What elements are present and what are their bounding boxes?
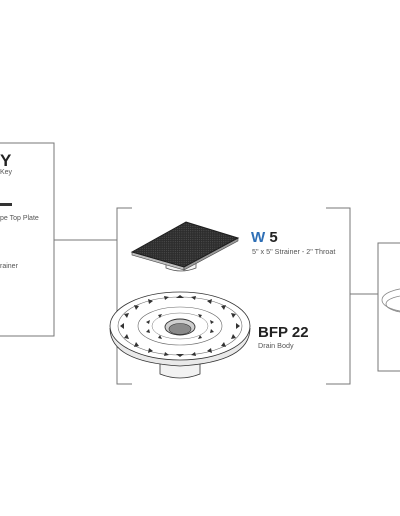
w5-code-prefix: W	[251, 229, 266, 246]
left-title-fragment: Y	[0, 151, 12, 170]
w5-code-suffix: 5	[265, 229, 278, 246]
bfp22-description: Drain Body	[258, 341, 294, 350]
drain-body-image	[109, 291, 251, 379]
weep-holes	[120, 295, 240, 357]
left-key-fragment: Key	[0, 169, 13, 176]
bfp22-product-code: BFP 22	[258, 324, 309, 341]
middle-bracket	[116, 207, 132, 385]
w5-description: 5" x 5" Strainer - 2" Throat	[252, 247, 336, 256]
strainer-grate-image	[130, 221, 240, 272]
bfp22-code: BFP 22	[258, 324, 309, 341]
right-bracket	[326, 207, 351, 385]
left-top-plate-fragment: pe Top Plate	[0, 215, 39, 222]
far-right-bracket	[377, 242, 400, 372]
left-heading-fragment	[0, 203, 12, 206]
w5-product-code: W 5	[251, 229, 278, 246]
far-right-product-fragment	[381, 288, 400, 313]
left-strainer-fragment: rainer	[0, 263, 18, 270]
